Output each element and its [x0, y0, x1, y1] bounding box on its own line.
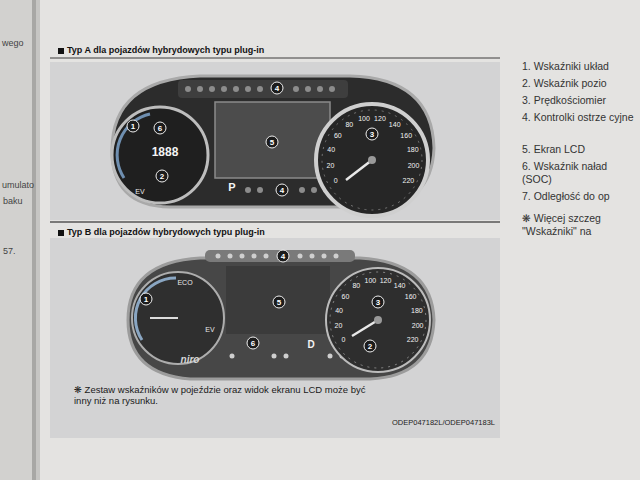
callout-number: 1 [140, 293, 153, 306]
speedometer-ticks [330, 272, 426, 368]
speed-number: 140 [394, 282, 406, 290]
speedometer [316, 104, 428, 216]
power-arc [117, 114, 150, 178]
power-arc [135, 278, 176, 340]
speed-number: 0 [334, 177, 338, 185]
warning-icons [216, 254, 345, 359]
speed-number: 220 [403, 177, 415, 185]
speed-number: 200 [412, 321, 424, 329]
legend-list-item: 5. Ekran LCD [522, 143, 638, 156]
power-gauge [112, 107, 208, 203]
callout-number: 4 [276, 184, 289, 197]
gear-indicator: D [307, 339, 314, 351]
speed-number: 60 [334, 131, 342, 139]
figure-panel [50, 62, 500, 220]
speed-number: 60 [342, 293, 350, 301]
needle [150, 317, 178, 319]
needle-hub [374, 316, 382, 324]
lcd-screen [215, 102, 330, 178]
warning-icons [185, 86, 335, 193]
mode-label: EV [205, 326, 214, 334]
warning-strip [178, 80, 348, 98]
callout-number: 5 [273, 296, 286, 309]
digital-readout: 1888 [152, 145, 179, 159]
mode-label: EV [135, 188, 144, 196]
callout-number: 4 [277, 250, 290, 263]
speed-number: 80 [345, 120, 353, 128]
legend-list-item: 7. Odległość do op [522, 190, 638, 203]
callout-number: 2 [364, 340, 377, 353]
speedometer [326, 268, 430, 372]
legend-list-item: 4. Kontrolki ostrze cyjne [522, 111, 638, 124]
page-fragment: 57. [3, 246, 16, 257]
legend-list-item: 2. Wskaźnik pozio [522, 77, 638, 90]
callout-number: 6 [154, 122, 167, 135]
callout-number: 6 [247, 337, 260, 350]
figure-panel [50, 238, 500, 438]
speed-number: 120 [374, 115, 386, 123]
callout-number: 2 [156, 170, 169, 183]
speed-number: 0 [341, 336, 345, 344]
mode-label: ECO [177, 279, 192, 287]
figure-code: ODEP047182L/ODEP047183L [392, 418, 495, 427]
speed-number: 40 [327, 146, 335, 154]
speed-number: 120 [380, 277, 392, 285]
warning-strip [205, 250, 355, 262]
page-fragment: baku [3, 196, 23, 207]
callout-number: 5 [266, 136, 279, 149]
callout-number: 3 [366, 128, 379, 141]
speed-number: 200 [408, 162, 420, 170]
speed-number: 20 [335, 321, 343, 329]
left-page [0, 0, 34, 480]
page-fold [32, 0, 36, 480]
legend-list-item: 6. Wskaźnik naład (SOC) [522, 160, 638, 185]
speed-number: 100 [365, 277, 377, 285]
gear-indicator: P [228, 181, 235, 194]
callout-number: 4 [271, 82, 284, 95]
speed-number: 220 [407, 336, 419, 344]
page-fragment: wego [2, 38, 24, 49]
lcd-screen [226, 266, 330, 334]
speed-number: 180 [407, 146, 419, 154]
legend-list-item: 3. Prędkościomier [522, 94, 638, 107]
legend-list-item: 1. Wskaźniki układ [522, 60, 638, 73]
speed-number: 160 [405, 293, 417, 301]
speed-number: 160 [400, 131, 412, 139]
legend-list-item: ❋ Więcej szczeg "Wskaźniki" na [522, 212, 638, 237]
speed-number: 20 [327, 162, 335, 170]
power-gauge [132, 272, 224, 364]
speed-number: 40 [335, 306, 343, 314]
section-heading: Typ B dla pojazdów hybrydowych typu plug… [67, 227, 265, 238]
heading-marker [58, 230, 64, 236]
needle [352, 320, 378, 336]
speedometer-ticks [322, 110, 422, 210]
callout-number: 1 [127, 120, 140, 133]
speed-number: 100 [358, 115, 370, 123]
needle-hub [368, 156, 376, 164]
page-fold-shadow [36, 0, 40, 480]
cluster-housing [128, 258, 434, 379]
heading-marker [58, 48, 64, 54]
separator-line [50, 221, 500, 222]
needle [346, 160, 372, 180]
callout-number: 3 [372, 296, 385, 309]
figure-note: ❋ Zestaw wskaźników w pojeździe oraz wid… [74, 384, 374, 407]
brand-logo: niro [181, 354, 200, 366]
speed-number: 180 [411, 306, 423, 314]
page-fragment: umulato [2, 180, 34, 191]
speed-number: 80 [352, 282, 360, 290]
section-heading: Typ A dla pojazdów hybrydowych typu plug… [67, 45, 264, 56]
speed-number: 140 [389, 120, 401, 128]
separator-line [50, 58, 500, 59]
